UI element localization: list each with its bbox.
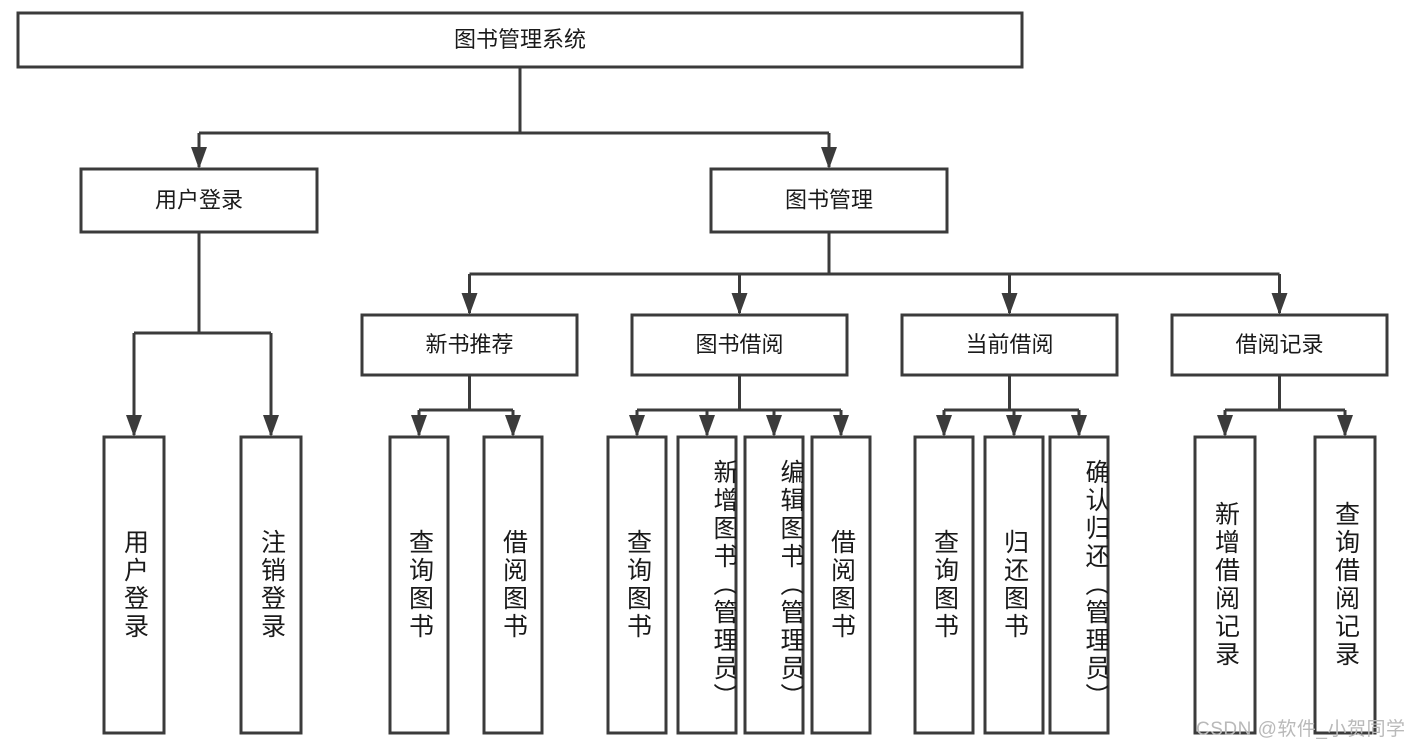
connector-arrowhead: [766, 415, 782, 437]
connector-arrowhead: [629, 415, 645, 437]
connector-arrowhead: [411, 415, 427, 437]
leaf-node-7-box[interactable]: [810, 435, 872, 735]
connector-arrowhead: [1001, 293, 1018, 315]
connector-arrowhead: [1071, 415, 1087, 437]
connector-arrowhead: [126, 415, 142, 437]
leaf-node-8-box[interactable]: [913, 435, 975, 735]
level2-node-1[interactable]: 图书管理: [709, 167, 949, 234]
level3-node-0[interactable]: 新书推荐: [360, 313, 579, 377]
connector-arrowhead: [505, 415, 521, 437]
leaf-node-5[interactable]: [676, 435, 738, 735]
connector-arrowhead: [699, 415, 715, 437]
connector-arrowhead: [1271, 293, 1288, 315]
connector-arrowhead: [731, 293, 748, 315]
level3-node-1[interactable]: 图书借阅: [630, 313, 849, 377]
leaf-node-6-box[interactable]: [743, 435, 805, 735]
connector-arrowhead: [1217, 415, 1233, 437]
connector-arrowhead: [461, 293, 478, 315]
connector-arrowhead: [833, 415, 849, 437]
connector-arrowhead: [936, 415, 952, 437]
level3-node-3-label: 借阅记录: [1235, 332, 1323, 357]
connector-arrowhead: [821, 147, 837, 169]
leaf-node-0-box[interactable]: [102, 435, 166, 735]
root-node-label: 图书管理系统: [454, 27, 586, 52]
level3-node-2-box[interactable]: [900, 313, 1119, 377]
leaf-node-12[interactable]: [1313, 435, 1377, 735]
root-node-box[interactable]: [16, 11, 1024, 69]
leaf-node-5-box[interactable]: [676, 435, 738, 735]
level3-node-2-label: 当前借阅: [965, 332, 1053, 357]
level3-node-2[interactable]: 当前借阅: [900, 313, 1119, 377]
leaf-node-0[interactable]: [102, 435, 166, 735]
leaf-node-1-box[interactable]: [239, 435, 303, 735]
leaf-node-12-box[interactable]: [1313, 435, 1377, 735]
leaf-node-4[interactable]: [606, 435, 668, 735]
root-node[interactable]: 图书管理系统: [16, 11, 1024, 69]
leaf-node-6[interactable]: [743, 435, 805, 735]
level3-node-1-box[interactable]: [630, 313, 849, 377]
leaf-node-1[interactable]: [239, 435, 303, 735]
level3-node-0-label: 新书推荐: [425, 332, 513, 357]
level2-node-1-label: 图书管理: [785, 187, 873, 212]
leaf-node-10[interactable]: [1048, 435, 1110, 735]
leaf-node-11[interactable]: [1193, 435, 1257, 735]
level3-node-1-label: 图书借阅: [695, 332, 783, 357]
leaf-node-8[interactable]: [913, 435, 975, 735]
leaf-node-2-box[interactable]: [388, 435, 450, 735]
level3-node-3-box[interactable]: [1170, 313, 1389, 377]
connector-arrowhead: [263, 415, 279, 437]
leaf-node-7[interactable]: [810, 435, 872, 735]
connector-arrowhead: [1337, 415, 1353, 437]
leaf-node-9-box[interactable]: [983, 435, 1045, 735]
level3-node-3[interactable]: 借阅记录: [1170, 313, 1389, 377]
level2-node-0-label: 用户登录: [155, 187, 243, 212]
leaf-node-3[interactable]: [482, 435, 544, 735]
connector-arrowhead: [1006, 415, 1022, 437]
connector-arrowhead: [191, 147, 207, 169]
level2-node-1-box[interactable]: [709, 167, 949, 234]
leaf-node-2[interactable]: [388, 435, 450, 735]
leaf-node-11-box[interactable]: [1193, 435, 1257, 735]
leaf-node-10-box[interactable]: [1048, 435, 1110, 735]
leaf-node-4-box[interactable]: [606, 435, 668, 735]
level2-node-0[interactable]: 用户登录: [79, 167, 319, 234]
level2-node-0-box[interactable]: [79, 167, 319, 234]
level3-node-0-box[interactable]: [360, 313, 579, 377]
watermark-text: CSDN @软件_小贺同学: [1196, 719, 1405, 740]
leaf-node-9[interactable]: [983, 435, 1045, 735]
leaf-node-3-box[interactable]: [482, 435, 544, 735]
